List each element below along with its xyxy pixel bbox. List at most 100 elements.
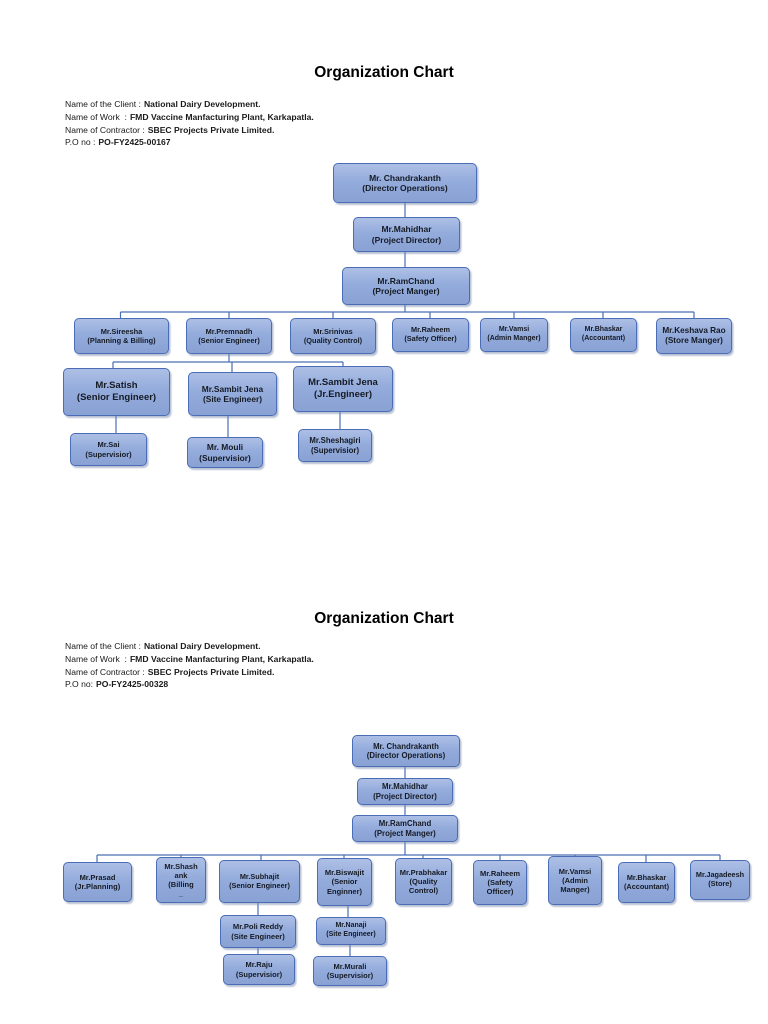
- person-role: (Safety Officer): [404, 334, 457, 343]
- person-name: Mr.Srinivas: [313, 326, 353, 336]
- person-role: (Accountant): [624, 881, 669, 891]
- person-name: Mr.Raheem: [479, 868, 521, 878]
- person-name: Mr.Keshava Rao: [662, 326, 726, 335]
- person-role: (Senior Engineer): [229, 880, 290, 890]
- person-name: Mr.Nanaji: [335, 922, 367, 930]
- person-role: (Jr.Engineer): [313, 389, 373, 400]
- person-role: (Accountant): [581, 335, 626, 342]
- org-node-bhaskar-2: Mr.Bhaskar(Accountant): [618, 862, 675, 903]
- person-name: Mr.Satish: [95, 380, 138, 392]
- person-role: (Jr.Planning): [74, 882, 121, 891]
- meta-value: SBEC Projects Private Limited.: [147, 666, 275, 677]
- person-role: (Safety Officer): [486, 877, 514, 897]
- org-node-sai: Mr.Sai(Supervisior): [70, 433, 147, 466]
- chart-meta-2: Name of the Client :National Dairy Devel…: [65, 640, 314, 691]
- org-node-poli-reddy: Mr.Poli Reddy(Site Engineer): [220, 915, 296, 948]
- org-node-raheem-1: Mr.Raheem(Safety Officer): [392, 318, 469, 352]
- person-name: Mr.Mahidhar: [381, 224, 432, 235]
- org-node-sheshagiri: Mr.Sheshagiri(Supervisior): [298, 429, 372, 462]
- person-name: Mr.Raheem: [411, 325, 450, 335]
- person-role: (Director Operations): [366, 751, 446, 760]
- person-name: Mr.Sireesha: [100, 326, 143, 336]
- meta-label: Name of the Client :: [65, 99, 141, 109]
- org-node-chandrakanth-2: Mr. Chandrakanth(Director Operations): [352, 735, 460, 767]
- person-name: Mr.Raju: [245, 960, 273, 970]
- meta-line-contractor: Name of Contractor :SBEC Projects Privat…: [65, 666, 314, 679]
- person-name: Mr.Vamsi: [558, 866, 592, 876]
- person-role: (Site Engineer): [326, 931, 376, 938]
- person-name: Mr.Prabhakar: [399, 867, 448, 877]
- person-name: Mr.Mahidhar: [382, 782, 428, 791]
- meta-line-po: P.O no:PO-FY2425-00328: [65, 678, 314, 691]
- org-node-raheem-2: Mr.Raheem(Safety Officer): [473, 860, 527, 905]
- person-role: (Quality Control): [408, 876, 439, 896]
- person-name: Mr.Subhajit: [239, 871, 280, 881]
- org-node-biswajit: Mr.Biswajit(Senior Enginner): [317, 858, 372, 906]
- org-node-jagadeesh: Mr.Jagadeesh(Store): [690, 860, 750, 900]
- person-role-clipped: _: [178, 889, 184, 899]
- person-role: (Senior Engineer): [198, 336, 260, 345]
- org-node-srinivas: Mr.Srinivas(Quality Control): [290, 318, 376, 354]
- person-name: Mr.RamChand: [378, 819, 432, 828]
- org-node-vamsi-2: Mr.Vamsi(Admin Manger): [548, 856, 602, 905]
- person-role: (Supervisior): [199, 452, 251, 463]
- person-name: Mr.Bhaskar: [584, 326, 623, 334]
- person-role: (Project Manger): [374, 828, 436, 838]
- meta-line-work: Name of Work :FMD Vaccine Manfacturing P…: [65, 111, 314, 124]
- person-role: (Project Director): [371, 234, 442, 245]
- chart-meta-1: Name of the Client :National Dairy Devel…: [65, 98, 314, 149]
- chart-title-1: Organization Chart: [314, 64, 454, 81]
- person-role: (Supervisior): [310, 445, 360, 455]
- meta-label: Name of Contractor :: [65, 666, 145, 677]
- person-role: (Site Engineer): [231, 931, 285, 941]
- person-name: Mr.Biswajit: [324, 868, 365, 878]
- org-node-satish: Mr.Satish(Senior Engineer): [63, 368, 170, 416]
- person-name: Mr.Shash ank: [164, 861, 198, 880]
- meta-line-po: P.O no :PO-FY2425-00167: [65, 136, 314, 149]
- person-name: Mr. Chandrakanth: [369, 172, 441, 183]
- org-node-shashank: Mr.Shash ank(Billing_: [156, 857, 206, 903]
- person-role: (Project Director): [373, 791, 437, 801]
- person-name: Mr.Premnadh: [205, 326, 253, 336]
- org-node-mouli: Mr. Mouli(Supervisior): [187, 437, 263, 468]
- person-role: (Planning & Billing): [87, 336, 156, 345]
- person-name: Mr. Chandrakanth: [373, 741, 439, 751]
- org-node-keshava-rao: Mr.Keshava Rao(Store Manger): [656, 318, 732, 354]
- person-name: Mr.Vamsi: [498, 326, 530, 334]
- person-role: (Project Manger): [372, 286, 440, 296]
- person-role: (Supervisior): [235, 969, 283, 979]
- org-node-chandrakanth: Mr. Chandrakanth(Director Operations): [333, 163, 477, 203]
- org-node-subhajit: Mr.Subhajit(Senior Engineer): [219, 860, 300, 903]
- person-name: Mr.Jagadeesh: [695, 870, 745, 880]
- person-role: (Admin Manger): [487, 335, 541, 342]
- person-name: Mr.RamChand: [377, 275, 435, 286]
- meta-label: Name of the Client :: [65, 641, 141, 651]
- chart-title-2: Organization Chart: [314, 610, 454, 627]
- person-role: (Admin Manger): [560, 875, 590, 895]
- meta-label: Name of Work :: [65, 653, 127, 664]
- person-role: (Supervisior): [326, 971, 374, 980]
- meta-value: FMD Vaccine Manfacturing Plant, Karkapat…: [129, 111, 314, 122]
- meta-line-client: Name of the Client :National Dairy Devel…: [65, 640, 314, 653]
- org-node-murali: Mr.Murali(Supervisior): [313, 956, 387, 986]
- org-node-ramchand-2: Mr.RamChand(Project Manger): [352, 815, 458, 842]
- meta-label: P.O no:: [65, 679, 94, 690]
- meta-value: SBEC Projects Private Limited.: [147, 124, 275, 135]
- org-node-sambit-site: Mr.Sambit Jena(Site Engineer): [188, 372, 277, 416]
- person-role: (Supervisior): [85, 449, 132, 459]
- org-node-mahidhar-2: Mr.Mahidhar(Project Director): [357, 778, 453, 805]
- meta-value: PO-FY2425-00328: [96, 679, 169, 690]
- org-node-premnadh: Mr.Premnadh(Senior Engineer): [186, 318, 272, 354]
- person-role: (Store): [708, 879, 732, 888]
- person-name: Mr.Murali: [333, 961, 367, 971]
- person-role: (Quality Control): [303, 336, 363, 345]
- meta-value: PO-FY2425-00167: [98, 137, 171, 148]
- person-name: Mr. Mouli: [206, 442, 244, 453]
- org-node-vamsi-1: Mr.Vamsi(Admin Manger): [480, 318, 548, 352]
- org-node-nanaji: Mr.Nanaji(Site Engineer): [316, 917, 386, 945]
- meta-label: P.O no :: [65, 137, 96, 148]
- org-node-sambit-jr: Mr.Sambit Jena(Jr.Engineer): [293, 366, 393, 412]
- person-name: Mr.Sambit Jena: [201, 383, 264, 394]
- person-name: Mr.Sheshagiri: [309, 436, 361, 445]
- person-role: (Billing: [168, 880, 194, 889]
